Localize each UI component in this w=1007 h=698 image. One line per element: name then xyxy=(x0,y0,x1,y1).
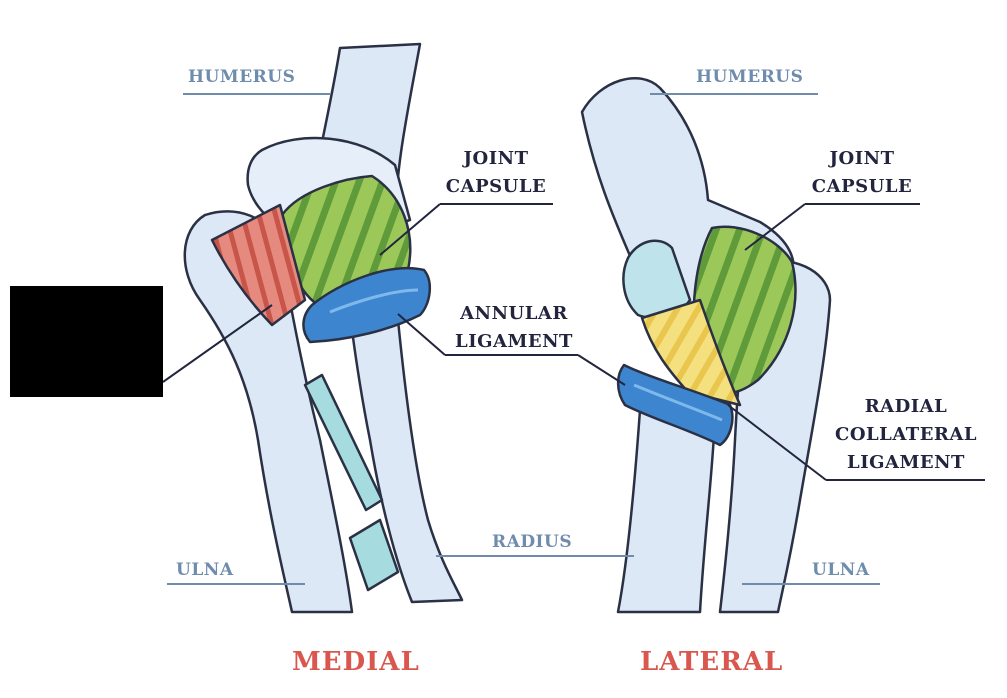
label-medial-joint-capsule: JOINT CAPSULE xyxy=(436,145,556,201)
label-medial-annular-ligament-line2: LIGAMENT xyxy=(455,331,573,352)
lateral-view xyxy=(580,77,832,614)
label-radial-collateral-ligament-line1: RADIAL xyxy=(864,396,948,417)
label-medial-joint-capsule-line1: JOINT xyxy=(463,148,529,169)
lateral-radial-collateral-ligament xyxy=(640,298,742,407)
label-medial-joint-capsule-line2: CAPSULE xyxy=(445,176,547,197)
label-lateral-joint-capsule-line1: JOINT xyxy=(829,148,895,169)
label-lateral-ulna: ULNA xyxy=(812,560,870,580)
medial-oblique-cord xyxy=(303,373,384,512)
label-radial-collateral-ligament-line2: COLLATERAL xyxy=(835,424,977,445)
medial-view xyxy=(183,42,464,614)
label-radial-collateral-ligament: RADIAL COLLATERAL LIGAMENT xyxy=(826,393,986,477)
label-medial-ulna: ULNA xyxy=(176,560,234,580)
medial-collateral-ligament xyxy=(210,203,307,327)
lateral-radius-bone xyxy=(616,408,717,614)
label-lateral-humerus: HUMERUS xyxy=(696,67,804,87)
leader-lines xyxy=(162,93,985,585)
redacted-label-box xyxy=(10,286,163,397)
medial-interosseous-band xyxy=(348,518,400,592)
label-lateral-joint-capsule: JOINT CAPSULE xyxy=(802,145,922,201)
title-lateral: LATERAL xyxy=(640,647,784,677)
label-radius: RADIUS xyxy=(492,532,573,552)
label-medial-annular-ligament: ANNULAR LIGAMENT xyxy=(444,300,584,356)
lateral-annular-ligament xyxy=(616,363,734,447)
title-medial: MEDIAL xyxy=(292,647,420,677)
label-medial-humerus: HUMERUS xyxy=(188,67,296,87)
label-medial-annular-ligament-line1: ANNULAR xyxy=(460,303,568,324)
medial-radius-bone xyxy=(350,318,464,604)
label-radial-collateral-ligament-line3: LIGAMENT xyxy=(847,452,965,473)
medial-annular-ligament xyxy=(302,266,432,344)
label-lateral-joint-capsule-line2: CAPSULE xyxy=(811,176,913,197)
